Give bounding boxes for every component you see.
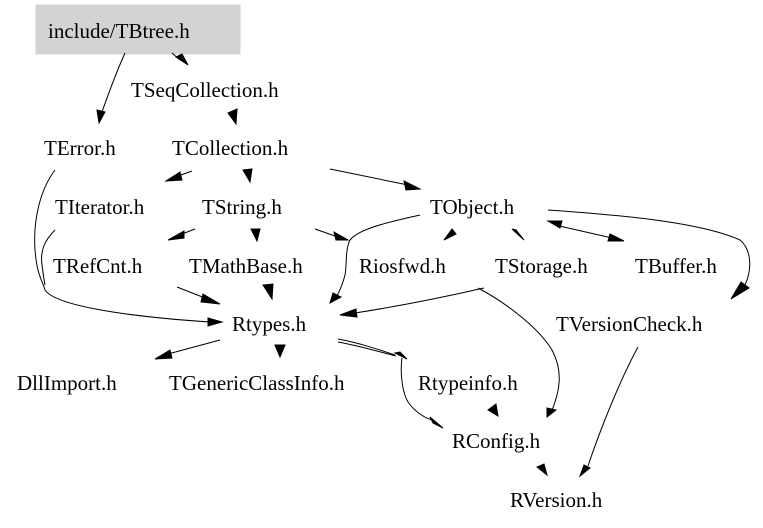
arrowhead-tobject-tstorage	[511, 228, 525, 241]
arrowhead-rtypes-tgenericclassinfo	[274, 344, 286, 359]
edge-tcollection-tobject	[329, 168, 409, 186]
edge-tversioncheck-rversion	[587, 346, 639, 467]
arrowhead	[403, 180, 422, 191]
arrowhead-tmathbase-rtypes	[262, 283, 274, 301]
arrowhead	[578, 464, 591, 478]
arrowhead	[154, 349, 173, 360]
node-rversion[interactable]: RVersion.h	[510, 488, 603, 512]
nodes: include/TBtree.h TSeqCollection.h TError…	[17, 19, 717, 512]
root-node-box	[35, 4, 241, 55]
arrowhead	[607, 233, 625, 242]
node-tobject[interactable]: TObject.h	[430, 195, 515, 219]
edge-tstorage-rtypes	[354, 287, 485, 314]
edge-tobject-tversioncheck	[547, 209, 751, 286]
node-tbtree[interactable]: include/TBtree.h	[48, 19, 190, 43]
node-tcollection[interactable]: TCollection.h	[172, 136, 289, 160]
arrowhead	[393, 351, 408, 360]
edge-tstorage-rconfig	[477, 287, 560, 411]
arrowhead	[333, 230, 350, 241]
node-trefcnt[interactable]: TRefCnt.h	[53, 254, 143, 278]
arrowhead-tstring-tmathbase	[250, 228, 261, 243]
edge-tstring-riosfwd	[314, 228, 336, 237]
edge-titerator-rtypes	[41, 229, 56, 286]
node-tstring[interactable]: TString.h	[202, 195, 282, 219]
arrowhead	[546, 407, 558, 419]
node-tgenericclassinfo[interactable]: TGenericClassInfo.h	[169, 371, 345, 395]
arrowhead	[167, 230, 185, 241]
node-rtypeinfo[interactable]: Rtypeinfo.h	[418, 371, 518, 395]
edge-tobject-rtypes	[336, 214, 421, 297]
edge-terror-rtypes	[34, 169, 211, 323]
edge-rtypes-rconfig	[337, 341, 397, 357]
arrowhead-tcollection-tstring	[242, 168, 253, 184]
edge-trefcnt-rtypes	[176, 286, 206, 299]
edge-tobject-tbuffer	[554, 224, 613, 239]
node-rtypes[interactable]: Rtypes.h	[232, 312, 307, 336]
arrowhead	[200, 293, 221, 305]
arrowhead	[730, 281, 750, 300]
edge-tbtree-terror	[101, 52, 126, 113]
arrowhead-tseqcollection-tcollection	[227, 108, 238, 126]
edge-rtypes-rtypeinfo	[337, 338, 396, 356]
node-tversioncheck[interactable]: TVersionCheck.h	[556, 312, 703, 336]
arrowhead	[329, 292, 343, 305]
arrowhead	[339, 308, 358, 318]
node-rconfig[interactable]: RConfig.h	[452, 429, 541, 453]
node-tbuffer[interactable]: TBuffer.h	[635, 254, 717, 278]
edge-rtypes-dllimport	[167, 339, 221, 355]
node-terror[interactable]: TError.h	[44, 136, 116, 160]
arrowhead-rconfig-rversion	[536, 463, 548, 477]
arrowhead	[96, 109, 106, 125]
edge-rtypes-rconfig-curve	[400, 357, 433, 421]
arrowhead	[164, 171, 183, 182]
node-riosfwd[interactable]: Riosfwd.h	[359, 254, 446, 278]
arrowhead-rtypeinfo-rconfig	[487, 403, 499, 417]
node-tstorage[interactable]: TStorage.h	[495, 254, 588, 278]
node-tseqcollection[interactable]: TSeqCollection.h	[131, 78, 279, 102]
arrowhead	[207, 317, 224, 327]
arrowhead-tobject-riosfwd	[443, 228, 457, 241]
arrowhead	[546, 220, 563, 229]
arrowhead	[175, 53, 189, 66]
node-tmathbase[interactable]: TMathBase.h	[189, 254, 303, 278]
node-titerator[interactable]: TIterator.h	[55, 195, 145, 219]
arrowhead	[429, 416, 444, 429]
node-dllimport[interactable]: DllImport.h	[17, 371, 117, 395]
edges	[34, 52, 751, 478]
